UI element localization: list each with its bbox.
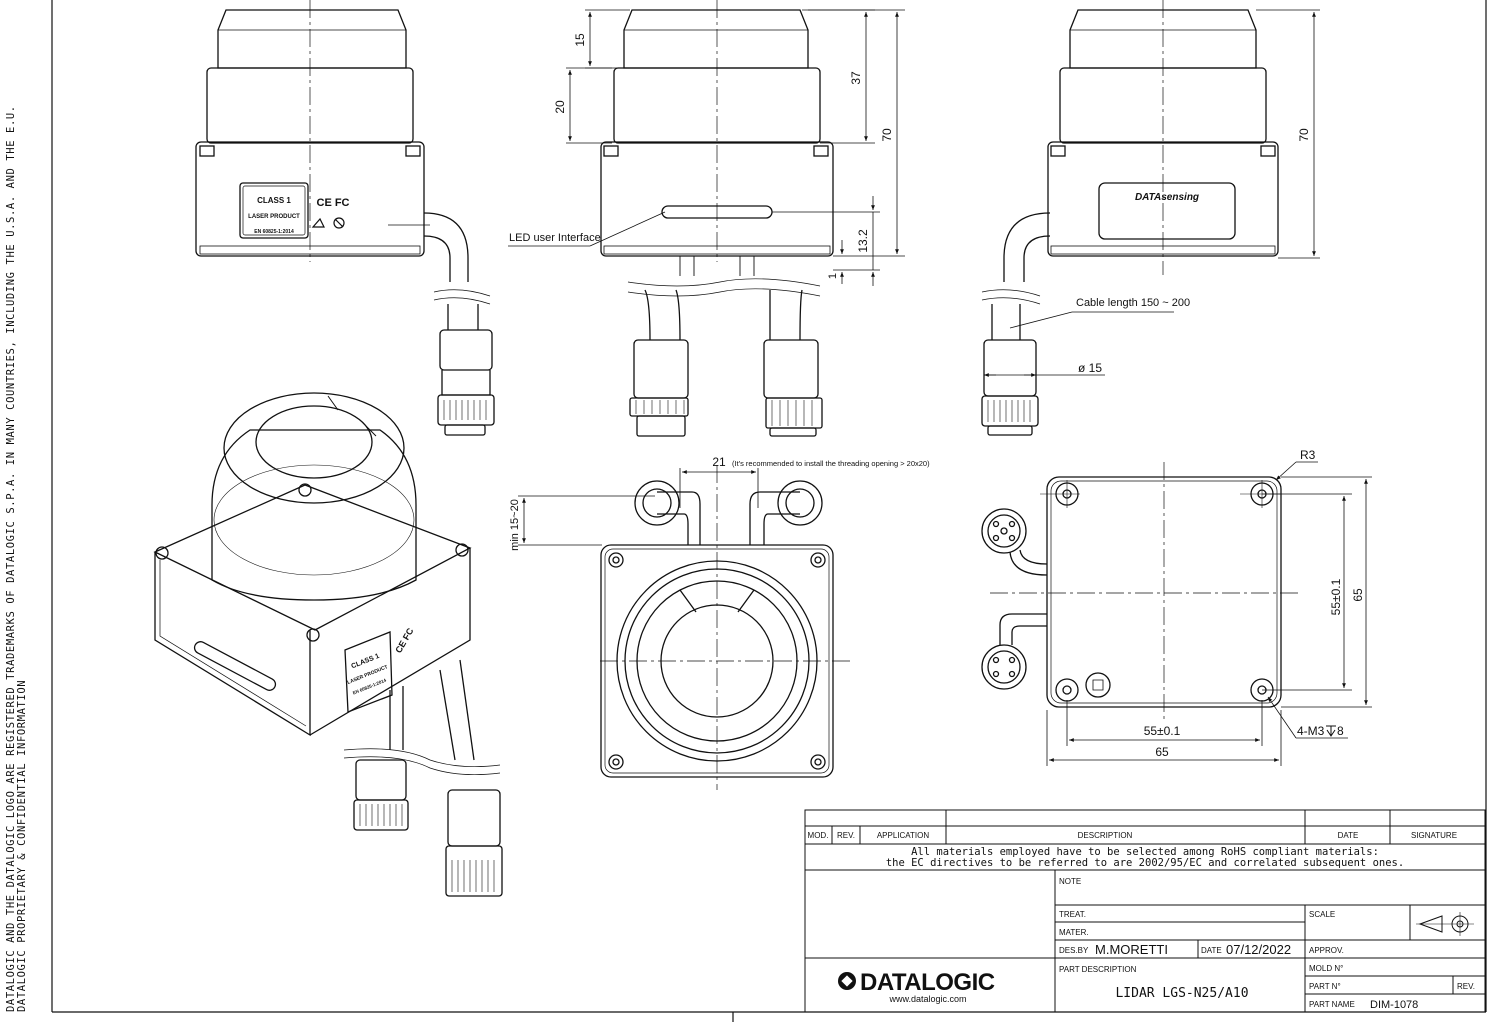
radius-label: R3 bbox=[1300, 448, 1316, 462]
tb-header-description: DESCRIPTION bbox=[1078, 831, 1133, 840]
tb-part-name-label: PART NAME bbox=[1309, 1000, 1355, 1009]
tb-header-mod: MOD. bbox=[808, 831, 829, 840]
rohs-note-line1: All materials employed have to be select… bbox=[911, 846, 1379, 858]
cable-length-label: Cable length 150 ~ 200 bbox=[1076, 297, 1190, 309]
tb-rev-label: REV. bbox=[1457, 982, 1475, 991]
side-dimension-lines bbox=[984, 9, 1320, 377]
dim-min: min 15~20 bbox=[509, 499, 521, 551]
datalogic-logo: DATALOGIC bbox=[860, 969, 995, 996]
dim-55-horizontal: 55±0.1 bbox=[1144, 724, 1181, 738]
tb-mater: MATER. bbox=[1059, 928, 1089, 937]
dim-70-side: 70 bbox=[1297, 128, 1311, 142]
dim-13-2: 13.2 bbox=[856, 229, 870, 253]
dim-65-vertical: 65 bbox=[1351, 588, 1365, 602]
datalogic-logo-icon bbox=[838, 972, 856, 990]
recycling-icon bbox=[311, 217, 345, 229]
tb-header-date: DATE bbox=[1338, 831, 1359, 840]
top-dimension-lines bbox=[518, 468, 759, 546]
title-block bbox=[804, 809, 1486, 1013]
right-side-view bbox=[981, 0, 1279, 436]
tb-header-signature: SIGNATURE bbox=[1411, 831, 1457, 840]
screw-depth: 8 bbox=[1337, 724, 1344, 738]
bottom-dimension-lines bbox=[1046, 461, 1372, 766]
datasensing-logo: DATAsensing bbox=[1135, 192, 1199, 203]
class1-label: CLASS 1 bbox=[257, 196, 291, 205]
tb-note: NOTE bbox=[1059, 877, 1081, 886]
dim-55-vertical: 55±0.1 bbox=[1329, 578, 1343, 615]
left-side-view bbox=[195, 0, 495, 436]
ce-fc-mark: CE FC bbox=[317, 197, 350, 209]
iso-ce-fc-mark: CE FC bbox=[393, 626, 415, 655]
tb-part-desc-label: PART DESCRIPTION bbox=[1059, 965, 1137, 974]
bottom-view bbox=[981, 462, 1300, 720]
dim-1: 1 bbox=[827, 273, 839, 279]
front-dimension-lines bbox=[508, 9, 905, 286]
tb-mold-label: MOLD N° bbox=[1309, 964, 1343, 973]
tb-scale: SCALE bbox=[1309, 910, 1335, 919]
front-view bbox=[600, 0, 834, 437]
dim-20: 20 bbox=[553, 100, 567, 114]
tb-approv: APPROV. bbox=[1309, 946, 1344, 955]
laser-product-label: LASER PRODUCT bbox=[248, 214, 300, 220]
led-interface-label: LED user Interface bbox=[509, 232, 601, 244]
tb-part-desc-value: LIDAR LGS-N25/A10 bbox=[1115, 986, 1248, 1001]
projection-symbol-icon bbox=[1416, 912, 1474, 936]
diameter-label: ø 15 bbox=[1078, 361, 1102, 375]
dim-70-front: 70 bbox=[880, 128, 894, 142]
dim-21: 21 bbox=[712, 455, 726, 469]
tb-header-application: APPLICATION bbox=[877, 831, 930, 840]
tb-date-value: 07/12/2022 bbox=[1226, 942, 1291, 957]
threading-note: (It's recommended to install the threadi… bbox=[732, 459, 930, 468]
top-view bbox=[600, 465, 850, 790]
tb-date-label: DATE bbox=[1201, 946, 1222, 955]
rohs-note-line2: the EC directives to be referred to are … bbox=[886, 857, 1404, 869]
dim-15: 15 bbox=[573, 33, 587, 47]
datalogic-website: www.datalogic.com bbox=[888, 994, 966, 1004]
screw-label: 4-M3 bbox=[1297, 724, 1325, 738]
depth-icon bbox=[1326, 725, 1336, 737]
tb-part-name-value: DIM-1078 bbox=[1370, 999, 1418, 1011]
tb-part-no-label: PART N° bbox=[1309, 982, 1341, 991]
tb-desby-label: DES.BY bbox=[1059, 946, 1089, 955]
dim-65-horizontal: 65 bbox=[1155, 745, 1169, 759]
standard-label: EN 60825-1:2014 bbox=[254, 229, 294, 235]
tb-desby-value: M.MORETTI bbox=[1095, 942, 1168, 957]
dim-37: 37 bbox=[849, 71, 863, 85]
isometric-view bbox=[153, 392, 503, 897]
tb-header-rev: REV. bbox=[837, 831, 855, 840]
tb-treat: TREAT. bbox=[1059, 910, 1086, 919]
